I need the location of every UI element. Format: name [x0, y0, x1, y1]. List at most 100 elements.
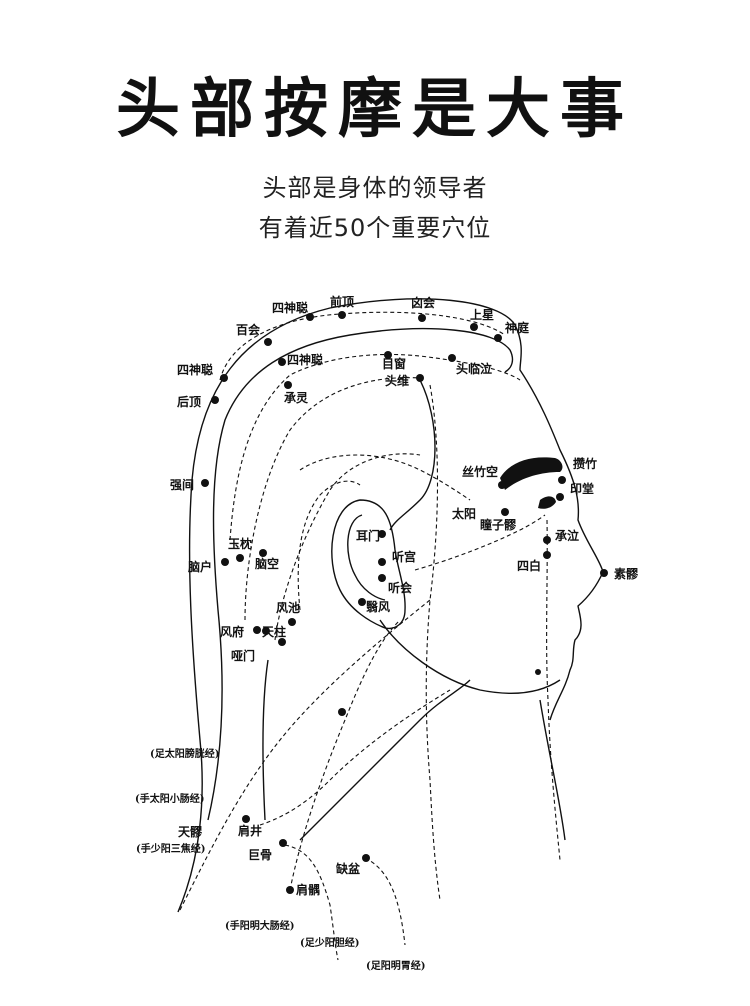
page-title: 头部按摩是大事	[116, 72, 634, 147]
shoulder-line	[299, 679, 471, 841]
label-naohu: 脑户	[187, 559, 212, 574]
meridian-line-3	[244, 377, 421, 621]
acupoint-labels: 四神聪 前顶 囟会 上星 神庭 百会 四神聪 目窗 头临泣 四神聪 头维 后顶 …	[170, 294, 639, 897]
subtitle-line-1: 头部是身体的领导者	[262, 174, 488, 202]
dot-shenting	[494, 334, 502, 342]
dot-toulinqi	[448, 354, 456, 362]
label-tinghui: 听会	[388, 580, 413, 595]
dot-qianding	[338, 311, 346, 319]
label-suliao: 素髎	[614, 566, 639, 581]
jaw-line	[379, 619, 561, 694]
meridian-line-14	[297, 480, 361, 611]
meridian-line-10	[414, 514, 546, 571]
dot-neck-mid	[338, 708, 346, 716]
temple-curve	[389, 379, 436, 531]
subtitle-line-2: 有着近50个重要穴位	[258, 214, 492, 242]
dot-xinhui	[418, 314, 426, 322]
dot-chengling	[284, 381, 292, 389]
label-muchuang: 目窗	[382, 356, 406, 371]
meridian-line-8	[284, 844, 339, 961]
meridian-line-4	[274, 453, 421, 641]
ear-outer	[331, 499, 406, 630]
label-baihui: 百会	[236, 322, 261, 337]
dot-naokong	[259, 549, 267, 557]
dot-shangxing	[470, 323, 478, 331]
dot-houding	[211, 396, 219, 404]
dot-baihui	[264, 338, 272, 346]
skull-inner-contour	[207, 327, 514, 821]
label-sishencong-mid: 四神聪	[287, 352, 323, 367]
dot-yuzhen	[236, 554, 244, 562]
label-jugu: 巨骨	[248, 848, 272, 862]
label-chengqi: 承泣	[555, 528, 579, 543]
label-touwei: 头维	[385, 373, 409, 388]
label-quepen: 缺盆	[336, 861, 361, 876]
back-neck	[262, 659, 269, 821]
dot-touwei	[416, 374, 424, 382]
label-zanzhu: 攒竹	[573, 456, 597, 471]
skull-outer-contour	[177, 298, 604, 913]
label-tianzhu: 天柱	[262, 624, 286, 639]
dot-qiangjian	[201, 479, 209, 487]
dot-sishencong-mid	[278, 358, 286, 366]
meridian-line-6	[179, 599, 431, 911]
label-qianding: 前顶	[330, 294, 354, 309]
ear-inner	[347, 514, 386, 601]
label-sishencong-left: 四神聪	[177, 362, 213, 377]
label-tianliao: 天髎	[178, 825, 203, 839]
label-yamen: 哑门	[231, 648, 255, 663]
label-sizhukong: 丝竹空	[462, 464, 498, 479]
meridian-line-9	[364, 857, 406, 946]
meridian-line-5	[299, 454, 471, 501]
label-ermen: 耳门	[356, 528, 380, 543]
label-chengling: 承灵	[284, 390, 309, 405]
dot-sibai	[543, 551, 551, 559]
label-shenting: 神庭	[505, 320, 529, 335]
label-tongziliao: 瞳子髎	[480, 517, 517, 532]
dot-jianjing	[279, 839, 287, 847]
dot-ermen	[378, 530, 386, 538]
label-tinggong: 听宫	[392, 549, 416, 564]
dot-muchuang	[384, 351, 392, 359]
eyebrow	[500, 457, 563, 490]
dot-tongziliao	[501, 508, 509, 516]
dot-chin	[535, 669, 541, 675]
label-yuzhen: 玉枕	[228, 536, 252, 551]
dot-quepen	[362, 854, 370, 862]
meridian-lines	[179, 311, 561, 961]
label-yifeng: 翳风	[366, 600, 390, 614]
label-xinhui: 囟会	[411, 295, 436, 310]
label-yintang: 印堂	[570, 481, 594, 496]
meridian-line-7	[289, 619, 401, 891]
label-toulinqi: 头临泣	[456, 361, 492, 376]
meridian-label-zuyangming: (足阳明胃经)	[366, 959, 425, 972]
meridian-label-zushaoyang: (足少阳胆经)	[300, 936, 359, 949]
head-outline	[177, 298, 604, 913]
meridian-line-12	[425, 384, 441, 901]
dot-yifeng	[358, 598, 366, 606]
label-shangxing: 上星	[470, 307, 494, 322]
dot-tinggong	[378, 558, 386, 566]
label-fengchi: 风池	[276, 600, 300, 615]
dot-naohu	[221, 558, 229, 566]
dot-jianyu	[286, 886, 294, 894]
label-houding: 后顶	[177, 394, 201, 409]
dot-fengfu	[253, 626, 261, 634]
label-fengfu: 风府	[220, 624, 244, 639]
label-jianyu: 肩髃	[296, 882, 320, 897]
dot-yintang	[556, 493, 564, 501]
eye	[538, 496, 556, 509]
meridian-labels: (足太阳膀胱经) (手太阳小肠经) (手少阳三焦经) (手阳明大肠经) (足少阳…	[135, 747, 425, 972]
label-naokong: 脑空	[254, 556, 279, 571]
meridian-label-shouyangming: (手阳明大肠经)	[225, 919, 294, 932]
dot-tinghui	[378, 574, 386, 582]
dot-sishencong-top	[306, 313, 314, 321]
dot-tianliao	[242, 815, 250, 823]
dot-sishencong-left	[220, 374, 228, 382]
dot-chengqi	[543, 536, 551, 544]
dot-yamen	[278, 638, 286, 646]
throat-line	[539, 699, 566, 841]
meridian-line-13	[259, 689, 451, 826]
